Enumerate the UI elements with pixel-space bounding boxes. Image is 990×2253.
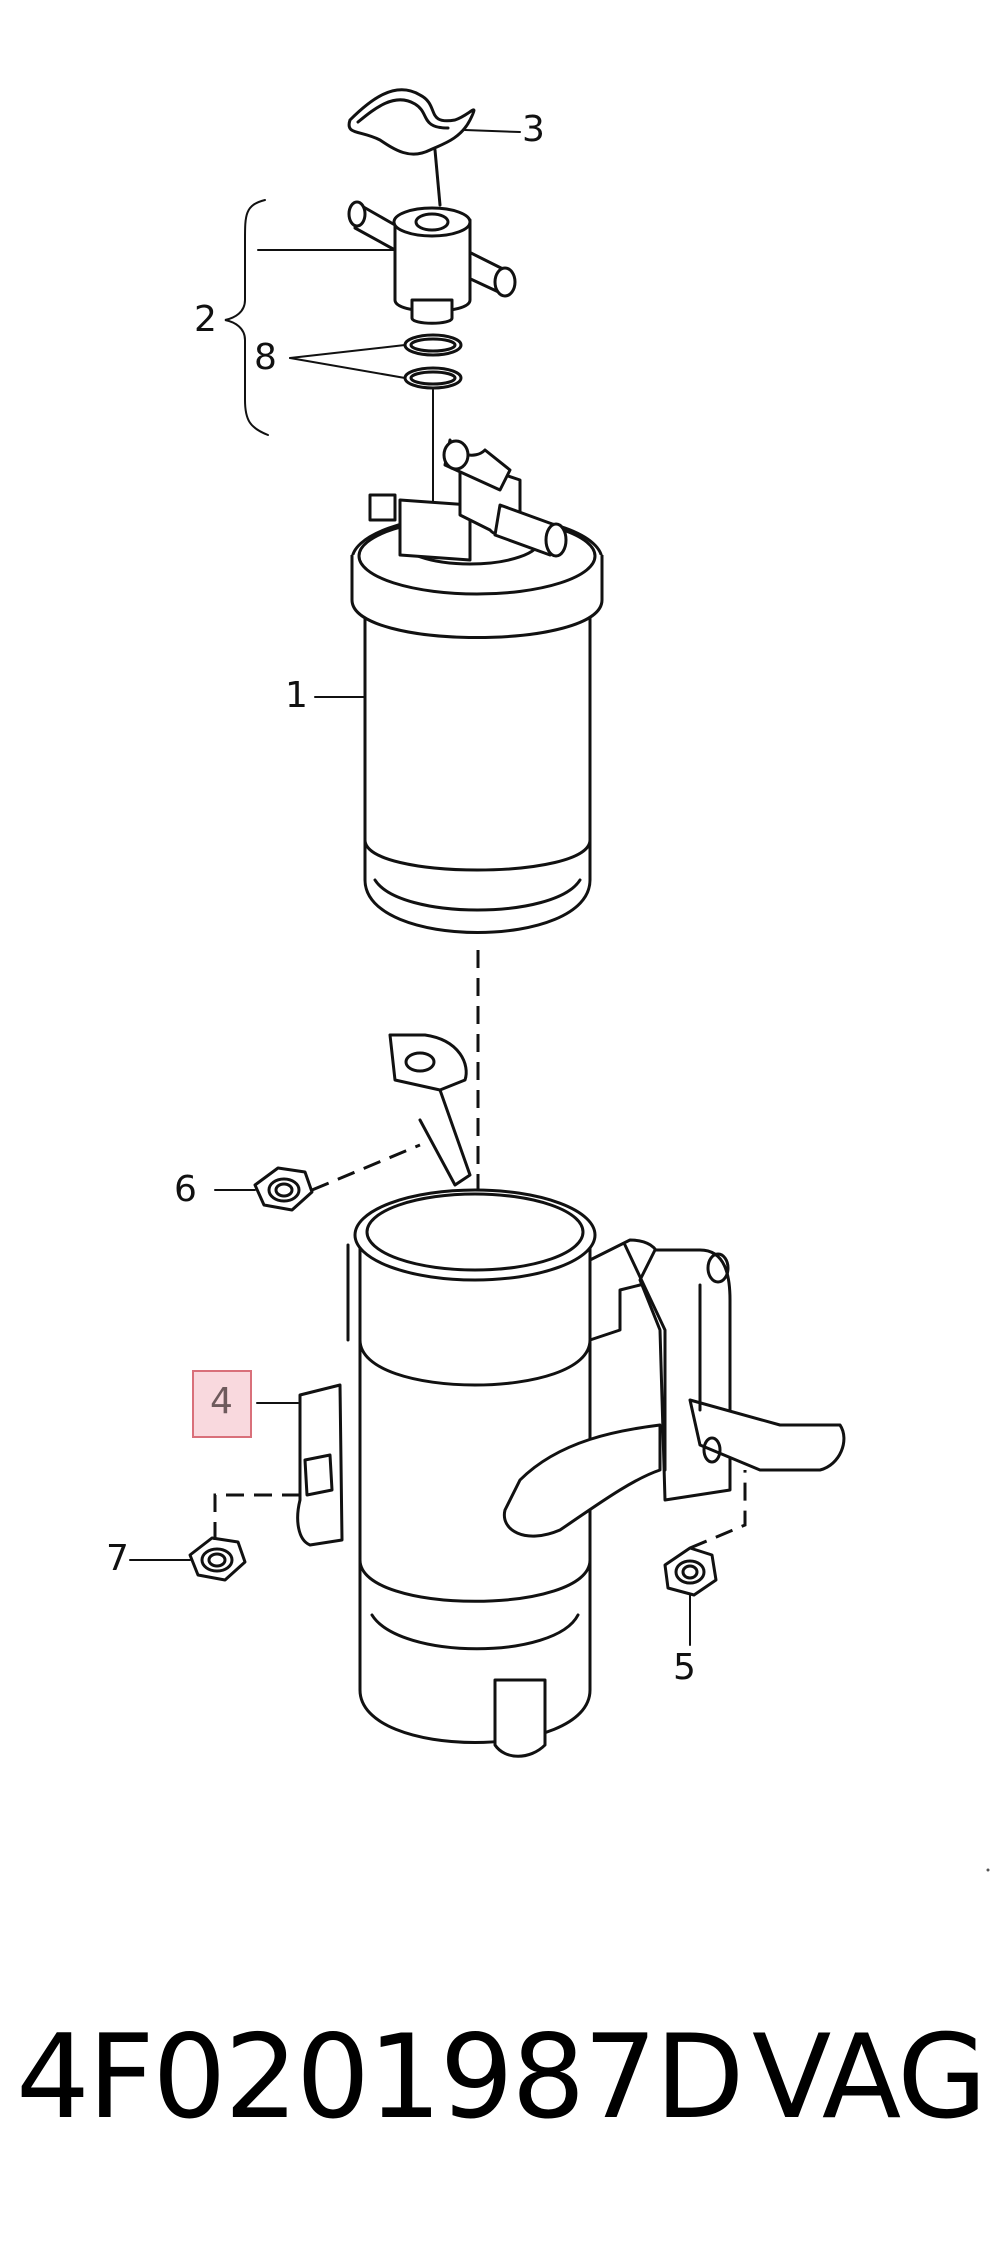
callout-brace-2 (224, 199, 269, 436)
callout-8: 8 (254, 337, 277, 378)
filter-holder-part-4 (296, 1033, 846, 1758)
exploded-parts-diagram (129, 88, 990, 1872)
callout-1: 1 (285, 675, 308, 716)
highlight-box-part-4 (192, 1370, 252, 1438)
hex-nut-part-7 (129, 1493, 310, 1582)
hex-nut-part-6 (214, 1143, 421, 1212)
callout-6: 6 (174, 1169, 197, 1210)
callout-2: 2 (194, 299, 217, 340)
retaining-clip-part-3 (347, 88, 521, 207)
regulating-valve-part-2 (347, 200, 517, 325)
hex-nut-part-5 (663, 1470, 747, 1646)
callout-4: 4 (210, 1381, 233, 1422)
callout-5: 5 (673, 1647, 696, 1688)
part-number: 4F0201987D (16, 2010, 744, 2145)
brand-label: VAG (752, 2010, 987, 2145)
fuel-filter-part-1 (350, 438, 604, 934)
callout-3: 3 (522, 109, 545, 150)
o-rings-part-8 (289, 333, 463, 390)
callout-7: 7 (106, 1538, 129, 1579)
stray-mark (986, 1868, 990, 1872)
